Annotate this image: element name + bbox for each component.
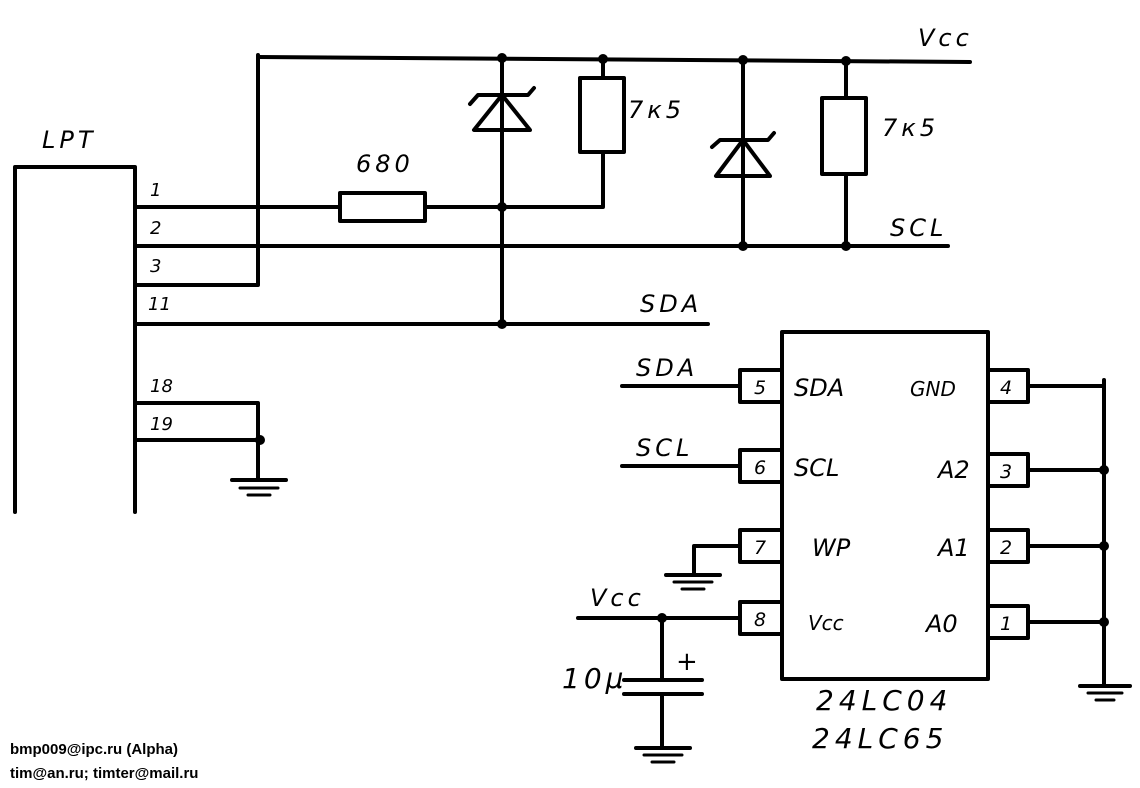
resistor-7k5-b-label: 7к5 xyxy=(882,114,939,142)
pin-num-6: 6 xyxy=(754,457,766,479)
vcc-top-label: Vcc xyxy=(918,24,973,52)
lpt-pin-11: 11 xyxy=(148,294,171,315)
capacitor-value-label: 10μ xyxy=(562,662,627,695)
lpt-pin-19: 19 xyxy=(150,414,173,435)
pin-name-scl: SCL xyxy=(794,454,839,482)
credit-line-1: bmp009@ipc.ru (Alpha) xyxy=(10,741,178,758)
part-number-2: 24LC65 xyxy=(812,722,948,755)
scl-bus-label: SCL xyxy=(890,214,947,242)
pin-num-1: 1 xyxy=(1000,613,1012,635)
resistor-7k5-a: 7к5 xyxy=(500,57,685,209)
chip-vcc-net-label: Vcc xyxy=(590,584,645,612)
chip-right-wiring xyxy=(1026,378,1132,702)
pin-name-vcc: Vcc xyxy=(808,611,844,635)
capacitor-10u: 10μ + xyxy=(562,616,704,764)
zener-diode-1 xyxy=(468,56,536,329)
pin-num-4: 4 xyxy=(1000,377,1012,399)
capacitor-plus-label: + xyxy=(676,647,702,677)
lpt-connector: LPT 1 2 3 11 18 19 xyxy=(13,126,173,514)
author-credits: bmp009@ipc.ru (Alpha) tim@an.ru; timter@… xyxy=(10,738,198,786)
pin-num-5: 5 xyxy=(754,377,766,399)
pin-num-7: 7 xyxy=(754,537,766,559)
lpt-pin-18: 18 xyxy=(150,376,173,397)
resistor-7k5-b: 7к5 xyxy=(820,59,939,251)
lpt-label: LPT xyxy=(42,126,97,154)
lpt-pin-3: 3 xyxy=(150,256,161,277)
pin-name-sda: SDA xyxy=(794,374,844,402)
sda-bus-label: SDA xyxy=(640,290,702,318)
chip-scl-net-label: SCL xyxy=(636,434,693,462)
chip-left-wiring: SDA SCL Vcc xyxy=(576,354,742,623)
lpt-pin-2: 2 xyxy=(150,218,161,239)
zener-diode-2 xyxy=(710,58,776,251)
pin-num-8: 8 xyxy=(754,609,766,631)
vcc-rail: Vcc xyxy=(256,24,973,66)
pin-name-a2: A2 xyxy=(936,456,970,484)
part-number-1: 24LC04 xyxy=(816,684,952,717)
chip-sda-net-label: SDA xyxy=(636,354,698,382)
resistor-680: 680 xyxy=(338,150,427,223)
eeprom-chip: 5 6 7 8 SDA SCL WP Vcc 4 3 2 1 GND A2 A1… xyxy=(738,330,1030,755)
pin-name-a1: A1 xyxy=(936,534,970,562)
pin-name-wp: WP xyxy=(812,534,851,562)
pin-num-2: 2 xyxy=(1000,537,1012,559)
pin-name-a0: A0 xyxy=(924,610,958,638)
pin-name-gnd: GND xyxy=(910,377,956,401)
resistor-7k5-a-label: 7к5 xyxy=(628,96,685,124)
lpt-pin-1: 1 xyxy=(150,180,161,201)
resistor-680-label: 680 xyxy=(356,150,414,178)
lpt-wires xyxy=(133,53,950,497)
credit-line-2: tim@an.ru; timter@mail.ru xyxy=(10,765,199,782)
pin-num-3: 3 xyxy=(1000,461,1012,483)
